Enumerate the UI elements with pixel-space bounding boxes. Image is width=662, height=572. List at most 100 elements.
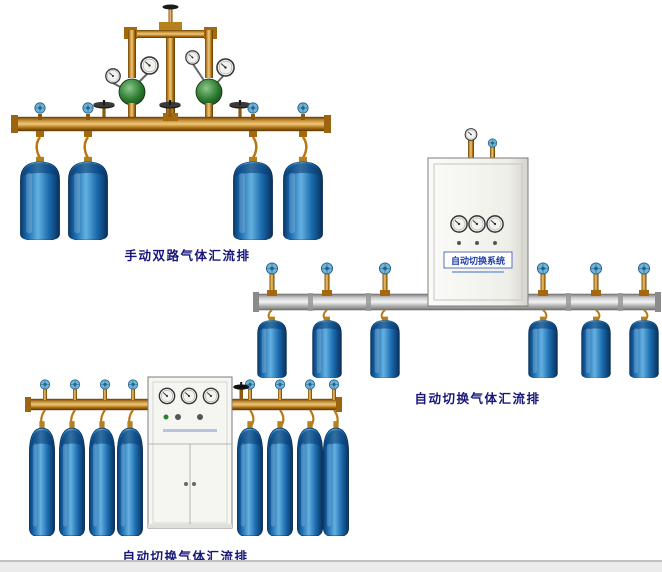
port-valve-handwheel-icon	[378, 262, 392, 275]
pressure-gauge-icon	[105, 68, 121, 84]
port-valve-handwheel-icon	[536, 262, 550, 275]
port-valve-handwheel-icon	[99, 379, 111, 390]
control-knob	[175, 414, 181, 420]
port-valve-handwheel-icon	[69, 379, 81, 390]
port-valve-handwheel-icon	[487, 138, 498, 148]
pressure-gauge-icon	[450, 215, 468, 233]
shutoff-valve-stem	[239, 389, 243, 400]
cabinet-top-fitting	[490, 146, 495, 162]
pipe-coupling	[618, 293, 623, 311]
cabinet-top-fitting	[468, 140, 474, 162]
port-valve-handwheel-icon	[274, 379, 286, 390]
gas-cylinder	[282, 156, 324, 240]
cabinet-sublabel-line	[163, 429, 217, 432]
control-cabinet	[147, 376, 233, 529]
pipe-end-cap	[336, 397, 342, 412]
crossover-pipe	[128, 30, 213, 38]
pigtail-hose	[251, 136, 258, 159]
gas-cylinder	[312, 316, 342, 378]
pipe-coupling	[308, 293, 313, 311]
caption-auto-switch-manifold-wall: 自动切换气体汇流排	[414, 392, 541, 406]
indicator-dot	[475, 241, 479, 245]
gas-cylinder	[581, 316, 611, 378]
auto-manifold-floor-illustration	[25, 376, 350, 536]
cabinet-door-panel	[433, 163, 523, 301]
pressure-gauge-icon	[185, 50, 200, 65]
gas-cylinder	[257, 316, 287, 378]
page-bottom-border	[0, 560, 662, 572]
cylinder-ports	[34, 102, 309, 137]
pigtail-hose	[301, 136, 308, 159]
port-valve-handwheel-icon	[247, 102, 259, 114]
gas-cylinder	[296, 420, 324, 536]
gas-cylinder	[58, 420, 86, 536]
pressure-gauge-icon	[216, 58, 235, 77]
pigtail-hose	[35, 136, 42, 159]
regulator-outlet-pipe	[128, 103, 136, 119]
manifold-header-pipe	[27, 398, 149, 411]
control-knob	[197, 414, 203, 420]
tee-fitting	[159, 22, 182, 33]
pressure-regulator	[118, 78, 146, 106]
outlet-riser-pipe	[166, 26, 175, 120]
cabinet-base	[148, 524, 232, 528]
port-valve-handwheel-icon	[39, 379, 51, 390]
port-valve-handwheel-icon	[297, 102, 309, 114]
left-drop-pipe	[128, 30, 136, 78]
tee-fitting	[163, 113, 178, 121]
top-valve-handle-icon	[162, 4, 179, 10]
pipe-coupling	[566, 293, 571, 311]
cylinder-ports	[39, 379, 340, 400]
port-valve-handwheel-icon	[589, 262, 603, 275]
regulator-outlet-pipe	[205, 103, 213, 119]
pipe-end-cap	[25, 397, 31, 412]
gas-cylinder	[236, 420, 264, 536]
gas-cylinder	[67, 156, 109, 240]
gas-cylinder	[322, 420, 350, 536]
manual-manifold-illustration	[11, 4, 331, 240]
right-drop-pipe	[205, 30, 213, 78]
port-valve-handwheel-icon	[82, 102, 94, 114]
shutoff-valve-post	[240, 382, 243, 387]
gas-cylinder	[28, 420, 56, 536]
gas-cylinder	[19, 156, 61, 240]
gas-cylinder	[232, 156, 274, 240]
pressure-gauge-icon	[464, 128, 478, 141]
shutoff-valve-handwheel-icon	[229, 100, 251, 117]
pipe-end-cap	[655, 292, 661, 312]
pressure-regulator	[195, 78, 223, 106]
pressure-gauge-icon	[202, 387, 220, 405]
gas-cylinder	[629, 316, 659, 378]
pipe-end-cap	[11, 115, 18, 133]
pigtail-hose	[83, 136, 90, 159]
gas-cylinder	[88, 420, 116, 536]
port-valve-handwheel-icon	[127, 379, 139, 390]
gauge-stem	[192, 63, 206, 83]
pressure-gauge-icon	[158, 387, 176, 405]
port-valve-handwheel-icon	[320, 262, 334, 275]
port-valve-handwheel-icon	[328, 379, 340, 390]
port-valve-handwheel-icon	[265, 262, 279, 275]
control-cabinet: 自动切换系统	[427, 128, 529, 307]
door-knob	[184, 482, 188, 486]
gas-cylinder	[116, 420, 144, 536]
caption-manual-dual-manifold: 手动双路气体汇流排	[124, 249, 251, 263]
pressure-gauge-icon	[180, 387, 198, 405]
port-valve-handwheel-icon	[637, 262, 651, 275]
indicator-lamp	[163, 414, 169, 420]
port-valve-handwheel-icon	[34, 102, 46, 114]
pressure-gauge-icon	[486, 215, 504, 233]
door-knob	[192, 482, 196, 486]
gas-cylinder	[528, 316, 558, 378]
port-valve-handwheel-icon	[304, 379, 316, 390]
gas-cylinder	[370, 316, 400, 378]
shutoff-valve-handwheel-icon	[93, 100, 115, 117]
pipe-end-cap	[324, 115, 331, 133]
gas-cylinder	[266, 420, 294, 536]
indicator-dot	[457, 241, 461, 245]
auto-manifold-wall-illustration: 自动切换系统	[253, 128, 661, 378]
cabinet-sublabel-line	[452, 271, 504, 273]
cylinder-ports	[265, 262, 651, 296]
